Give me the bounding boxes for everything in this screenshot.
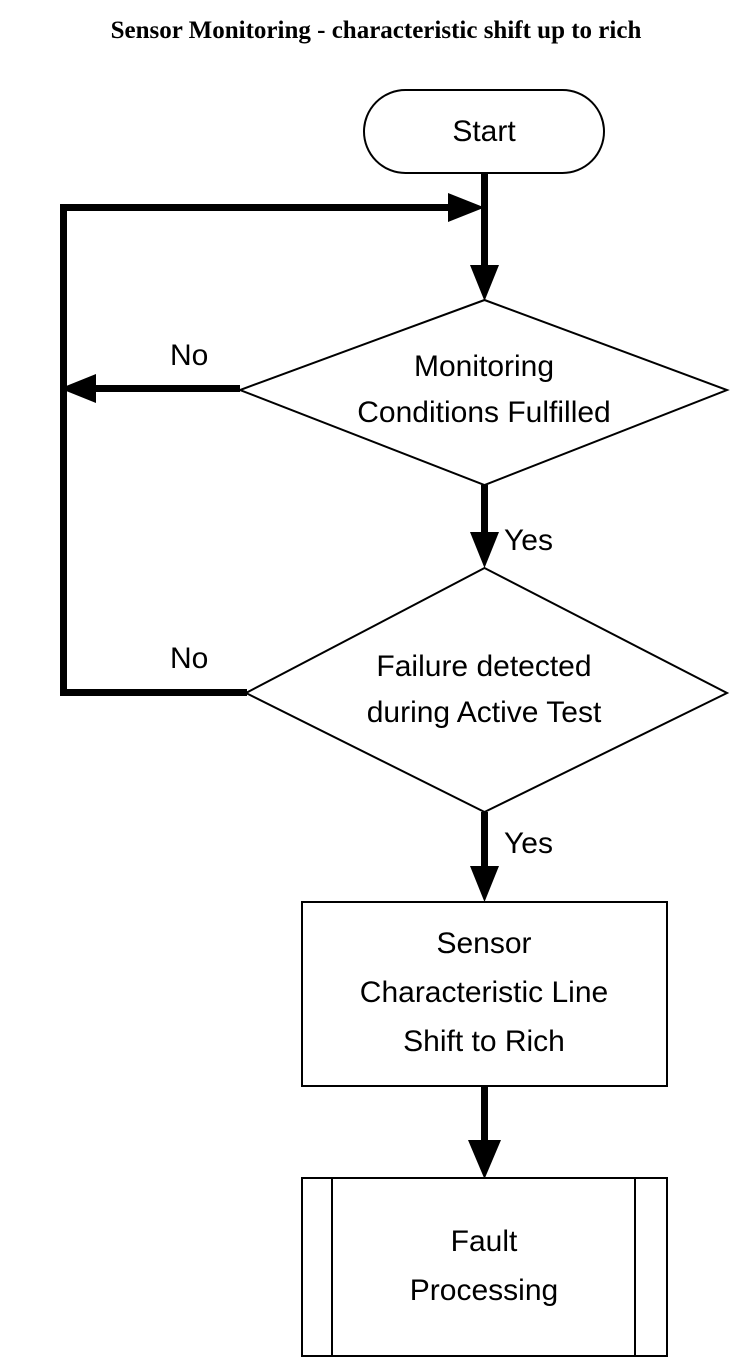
node-label-fault-line1: Fault [451,1225,518,1258]
node-failure-detected[interactable]: Failure detected during Active Test [243,566,730,814]
edge-monitoring-no: No [60,339,240,403]
edge-start-to-monitoring [470,172,499,301]
node-label-fault-line2: Processing [410,1274,558,1307]
edge-failure-no: No [60,642,247,696]
edge-label-failure-no: No [170,642,208,675]
node-label-monitoring-line2: Conditions Fulfilled [357,396,610,429]
page-title: Sensor Monitoring - characteristic shift… [110,17,642,44]
node-label-sensor-line3: Shift to Rich [403,1025,565,1058]
node-monitoring-conditions[interactable]: Monitoring Conditions Fulfilled [237,298,730,487]
arrow-head-right [448,193,485,222]
arrow-head-down [470,866,499,902]
fault-processing-shape [301,1177,668,1357]
node-label-start: Start [452,115,516,148]
arrow-head-down [470,532,499,568]
edge-label-failure-yes: Yes [504,827,553,860]
node-fault-processing[interactable]: Fault Processing [301,1177,668,1357]
edge-failure-yes: Yes [470,812,553,902]
monitoring-conditions-shape [237,298,730,487]
edge-sensor-to-fault [468,1086,501,1179]
arrow-head-left [60,374,96,403]
arrow-head-down [468,1140,501,1179]
node-label-monitoring-line1: Monitoring [414,350,554,383]
edge-label-monitoring-yes: Yes [504,524,553,557]
arrow-head-down [470,265,499,301]
edge-monitoring-yes: Yes [470,485,553,568]
start-shape [363,89,605,174]
node-start[interactable]: Start [363,89,605,174]
node-label-failure-line1: Failure detected [376,650,591,683]
edge-label-monitoring-no: No [170,339,208,372]
node-label-sensor-line2: Characteristic Line [360,976,608,1009]
sensor-shift-shape [301,901,668,1087]
node-label-sensor-line1: Sensor [436,927,531,960]
edge-loopback-rail [60,193,485,696]
node-sensor-shift[interactable]: Sensor Characteristic Line Shift to Rich [301,901,668,1087]
node-label-failure-line2: during Active Test [367,696,602,729]
failure-detected-shape [243,566,730,814]
